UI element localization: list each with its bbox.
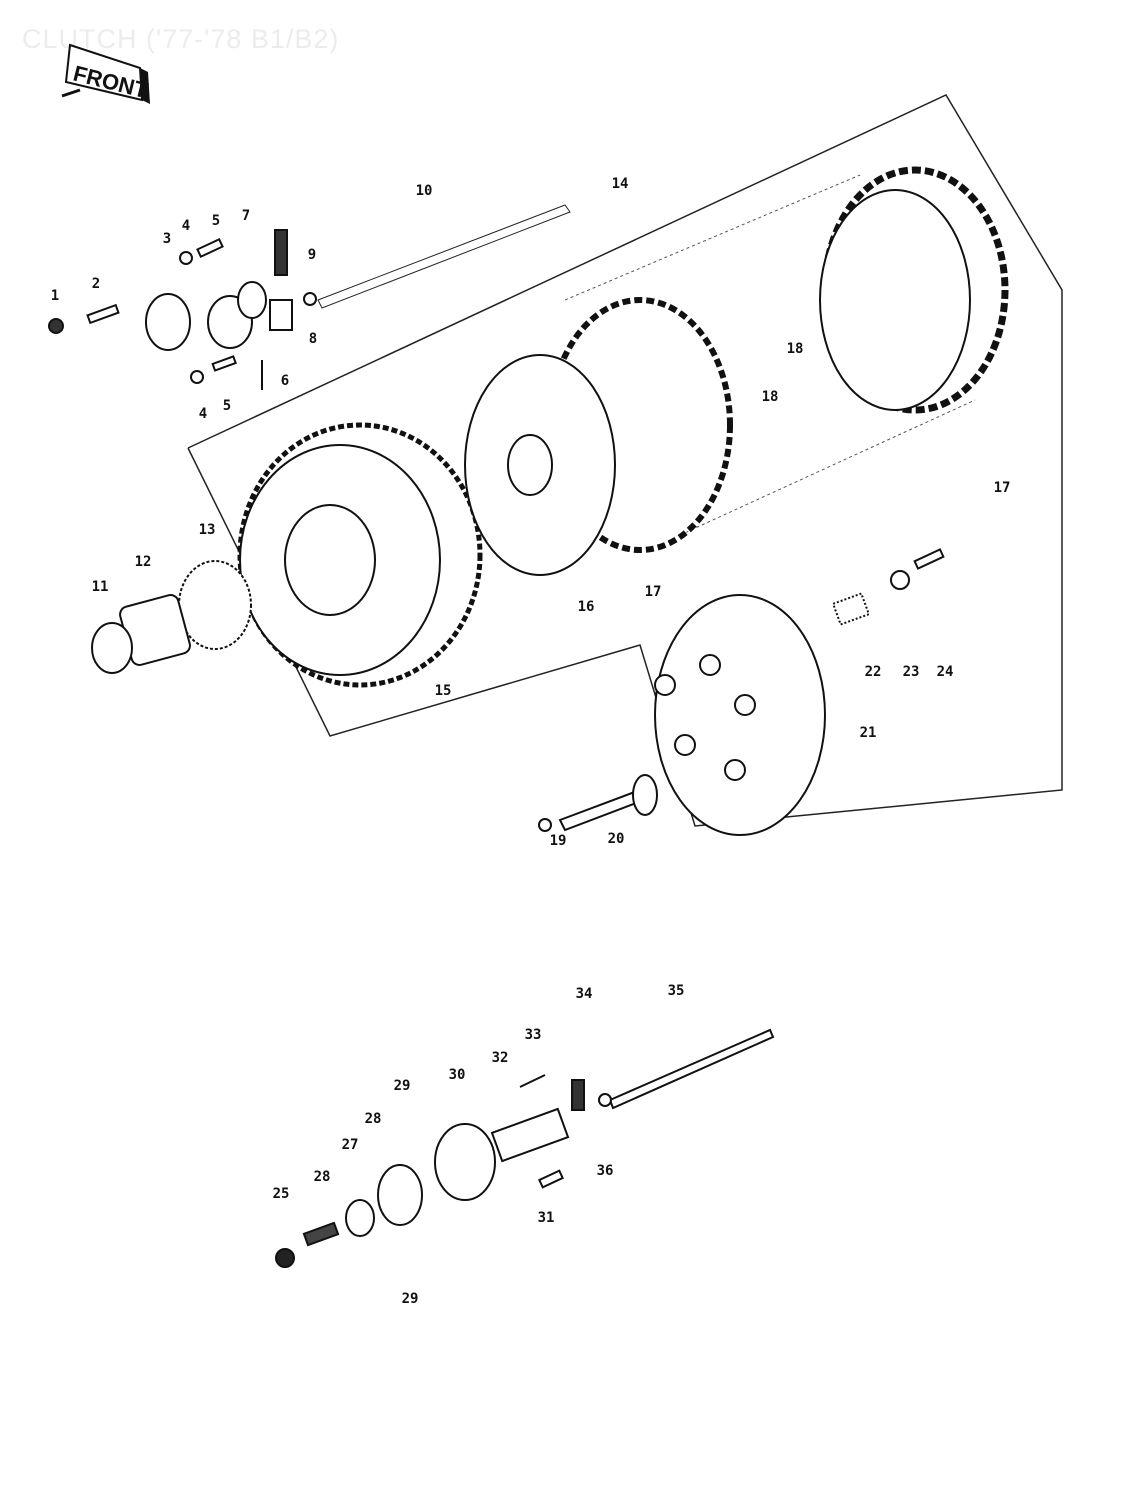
- part-callout-21: 21: [860, 725, 877, 741]
- part-callout-28: 28: [365, 1111, 382, 1127]
- clutch-housing-part-15: [91, 422, 483, 688]
- part-callout-17: 17: [645, 584, 662, 600]
- part-callout-1: 1: [51, 288, 59, 304]
- dashed-guides: [564, 174, 976, 536]
- part-callout-11: 11: [92, 579, 109, 595]
- part-callout-6: 6: [281, 373, 289, 389]
- part-callout-2: 2: [92, 276, 100, 292]
- lower-release-assembly: [275, 1028, 775, 1268]
- part-callout-34: 34: [576, 986, 593, 1002]
- part-callout-3: 3: [163, 231, 171, 247]
- clutch-hub-and-plates: [464, 166, 1009, 576]
- part-callout-5: 5: [212, 213, 220, 229]
- part-callout-32: 32: [492, 1050, 509, 1066]
- part-callout-16: 16: [578, 599, 595, 615]
- part-callout-30: 30: [449, 1067, 466, 1083]
- pushrod-part-10: [317, 204, 571, 309]
- frame-lines: [187, 94, 1063, 827]
- part-callout-8: 8: [309, 331, 317, 347]
- part-callout-15: 15: [435, 683, 452, 699]
- part-callout-24: 24: [937, 664, 954, 680]
- release-mechanism-parts: [48, 229, 317, 390]
- part-callout-35: 35: [668, 983, 685, 999]
- pressure-plate-part-21: [538, 548, 945, 836]
- part-callout-17: 17: [994, 480, 1011, 496]
- part-callout-29: 29: [402, 1291, 419, 1307]
- part-callout-5: 5: [223, 398, 231, 414]
- part-callout-36: 36: [597, 1163, 614, 1179]
- part-callout-4: 4: [199, 406, 207, 422]
- part-callout-22: 22: [865, 664, 882, 680]
- part-callout-20: 20: [608, 831, 625, 847]
- part-callout-12: 12: [135, 554, 152, 570]
- part-callout-23: 23: [903, 664, 920, 680]
- part-callout-33: 33: [525, 1027, 542, 1043]
- part-callout-25: 25: [273, 1186, 290, 1202]
- part-callout-29: 29: [394, 1078, 411, 1094]
- part-callout-27: 27: [342, 1137, 359, 1153]
- part-callout-18: 18: [762, 389, 779, 405]
- part-callout-28: 28: [314, 1169, 331, 1185]
- part-callout-19: 19: [550, 833, 567, 849]
- part-callout-31: 31: [538, 1210, 555, 1226]
- part-callout-14: 14: [612, 176, 629, 192]
- part-callout-9: 9: [308, 247, 316, 263]
- part-callout-4: 4: [182, 218, 190, 234]
- part-callout-10: 10: [416, 183, 433, 199]
- part-callout-18: 18: [787, 341, 804, 357]
- part-callout-7: 7: [242, 208, 250, 224]
- part-callout-13: 13: [199, 522, 216, 538]
- front-arrow-badge: FRONT: [61, 43, 151, 104]
